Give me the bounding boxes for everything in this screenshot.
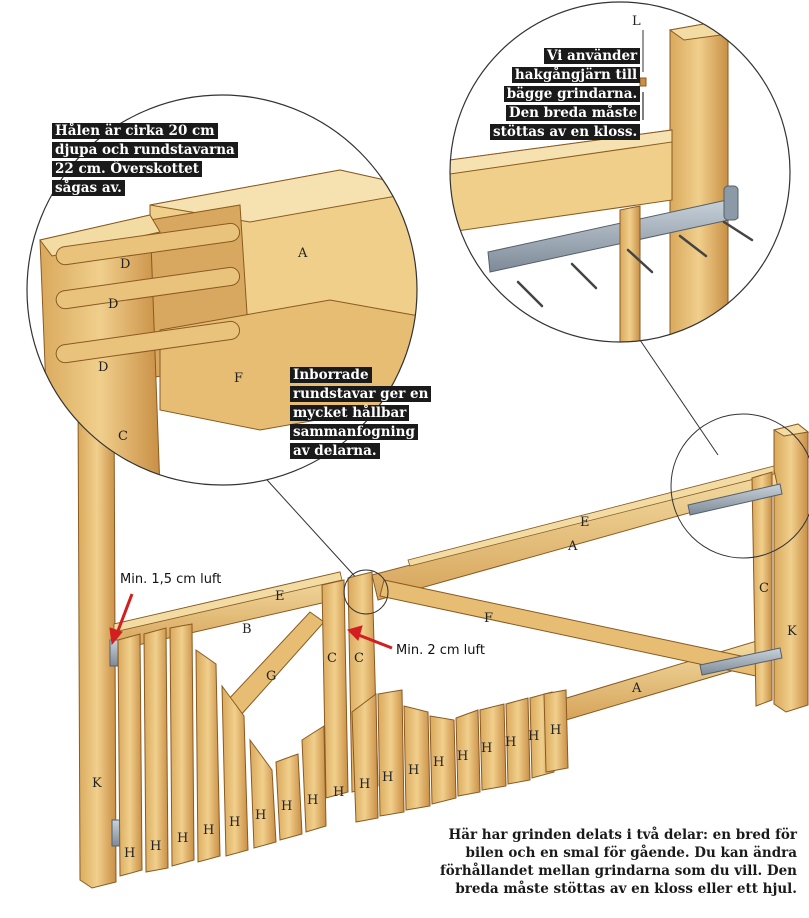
dowels-callout-line: av delarna.: [290, 443, 380, 459]
right-detail-circle: [449, 1, 791, 343]
label-c-right: C: [759, 581, 769, 596]
label-a-detail: A: [297, 246, 308, 261]
label-h: H: [408, 763, 419, 778]
label-h: H: [505, 735, 516, 750]
right-post: [772, 423, 809, 713]
label-h: H: [481, 741, 492, 756]
label-h: H: [177, 831, 188, 846]
label-h: H: [281, 799, 292, 814]
label-h: H: [333, 785, 344, 800]
holes-callout-line: djupa och rundstavarna: [52, 142, 238, 158]
label-h: H: [382, 770, 393, 785]
note-line: bilen och en smal för gående. Du kan änd…: [465, 845, 797, 861]
hinges-callout: Vi använder hakgångjärn till bägge grind…: [490, 47, 641, 142]
label-d-3: D: [98, 360, 108, 375]
hinges-callout-line: Vi använder: [543, 48, 641, 64]
part-labels: A D D D F C L E A F C K A E B G C C K H …: [92, 14, 797, 861]
label-e-wide: E: [580, 515, 590, 530]
label-h: H: [457, 749, 468, 764]
label-l: L: [632, 14, 641, 29]
label-k-right: K: [787, 624, 797, 639]
label-b: B: [242, 622, 252, 637]
label-h: H: [203, 823, 214, 838]
hinges-callout-line: stöttas av en kloss.: [490, 124, 641, 140]
right-detail-leader: [639, 339, 719, 456]
dowels-callout-line: Inborrade: [290, 367, 372, 383]
label-d-1: D: [120, 257, 130, 272]
dowels-callout-line: rundstavar ger en: [290, 386, 432, 402]
dowels-callout-line: mycket hållbar: [290, 405, 410, 421]
label-c-mid-right: C: [354, 651, 364, 666]
hinge-marker: [670, 413, 809, 559]
label-h: H: [124, 846, 135, 861]
left-gap-label: Min. 1,5 cm luft: [120, 572, 222, 587]
label-d-2: D: [108, 297, 118, 312]
label-h: H: [307, 793, 318, 808]
left-detail-circle: [26, 94, 418, 486]
hinges-callout-line: Den breda måste: [505, 105, 641, 121]
label-g: G: [266, 669, 276, 684]
joint-marker: [343, 569, 389, 615]
note-line: breda måste stöttas av en kloss eller et…: [455, 881, 797, 897]
note-line: förhållandet mellan grindarna som du vil…: [439, 863, 797, 879]
holes-callout-line: 22 cm. Överskottet: [52, 161, 202, 177]
label-h: H: [433, 755, 444, 770]
explanation-note: Här har grinden delats i två delar: en b…: [440, 826, 797, 898]
gap-arrows: [109, 593, 393, 650]
label-c-detail: C: [118, 429, 128, 444]
middle-gap-label: Min. 2 cm luft: [396, 643, 485, 658]
holes-callout-line: Hålen är cirka 20 cm: [52, 123, 218, 139]
dowels-callout: Inborrade rundstavar ger en mycket hållb…: [290, 366, 432, 461]
label-h: H: [229, 815, 240, 830]
label-f: F: [484, 611, 493, 626]
label-a-bottom: A: [631, 681, 642, 696]
label-a-top: A: [567, 539, 578, 554]
pickets: [117, 623, 569, 877]
label-k-left: K: [92, 776, 102, 791]
label-h: H: [255, 808, 266, 823]
wide-gate-frame: [347, 465, 783, 793]
label-h: H: [150, 839, 161, 854]
label-f-detail: F: [234, 371, 243, 386]
holes-callout: Hålen är cirka 20 cm djupa och rundstava…: [52, 122, 238, 198]
label-h: H: [528, 729, 539, 744]
label-c-mid-left: C: [327, 651, 337, 666]
hinges-callout-line: bägge grindarna.: [503, 86, 641, 102]
label-h: H: [359, 777, 370, 792]
hinges-callout-line: hakgångjärn till: [511, 67, 641, 83]
label-e-narrow: E: [275, 589, 285, 604]
note-line: Här har grinden delats i två delar: en b…: [448, 827, 797, 843]
left-detail-leader: [257, 469, 361, 583]
left-post: [77, 387, 117, 889]
dowels-callout-line: sammanfogning: [290, 424, 418, 440]
holes-callout-line: sågas av.: [52, 180, 125, 196]
label-h: H: [550, 723, 561, 738]
